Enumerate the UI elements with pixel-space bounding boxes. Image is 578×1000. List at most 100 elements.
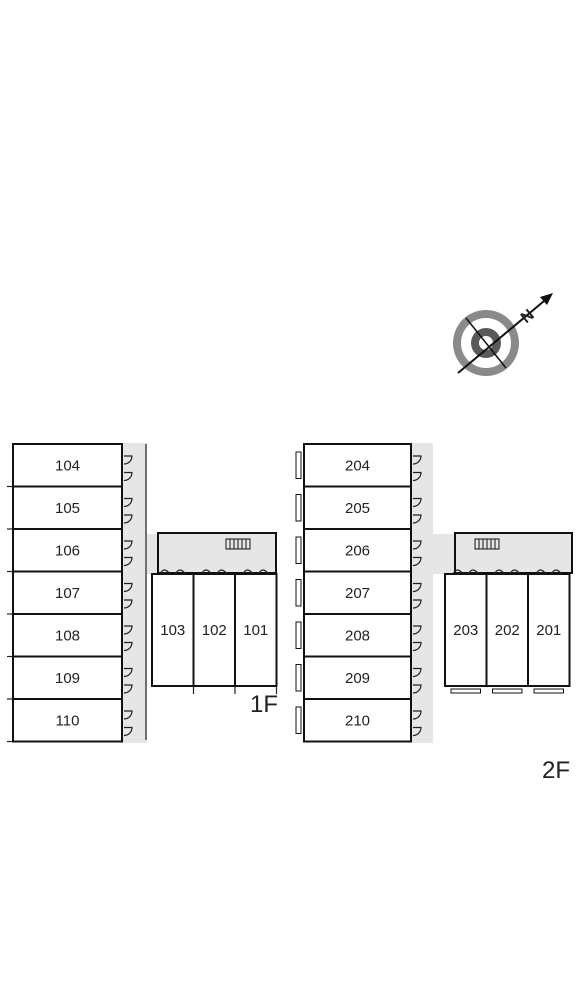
unit-label: 109 — [55, 670, 80, 687]
unit-105: 105 — [7, 485, 133, 530]
door-swing-icon — [412, 556, 422, 567]
door-swing-icon — [452, 569, 464, 575]
door-swing-icon — [174, 569, 186, 575]
door-swing-icon — [123, 540, 133, 550]
door-swing-icon — [123, 514, 133, 524]
stair-icon — [225, 538, 251, 550]
unit-label: 209 — [345, 670, 370, 687]
unit-label: 104 — [55, 457, 80, 474]
door-swing-icon — [123, 599, 133, 609]
door-swing-icon — [412, 641, 422, 652]
door-swing-icon — [412, 497, 422, 508]
unit-label: 101 — [243, 622, 268, 639]
door-swing-icon — [412, 471, 422, 482]
door-swing-icon — [123, 684, 133, 694]
balcony-mark — [492, 688, 523, 694]
door-swing-icon — [412, 455, 422, 465]
door-swing-icon — [123, 667, 133, 678]
unit-label: 202 — [495, 622, 520, 639]
unit-label: 208 — [345, 627, 370, 644]
unit-label: 201 — [536, 622, 561, 639]
unit-210: 210 — [295, 698, 422, 743]
unit-108: 108 — [7, 613, 133, 658]
unit-label: 107 — [55, 585, 80, 602]
corridor-2f — [411, 443, 433, 743]
door-swing-icon — [493, 569, 505, 575]
door-swing-icon — [412, 514, 422, 524]
door-swing-icon — [412, 667, 422, 678]
door-swing-icon — [412, 599, 422, 609]
unit-109: 109 — [7, 655, 133, 700]
unit-label: 206 — [345, 542, 370, 559]
unit-label: 203 — [453, 622, 478, 639]
window-mark — [295, 579, 302, 607]
unit-label: 210 — [345, 712, 370, 729]
corridor-1f-horizontal — [146, 534, 276, 574]
unit-206: 206 — [295, 528, 422, 573]
door-swing-icon — [159, 569, 171, 575]
window-mark — [295, 494, 302, 522]
floor-2: 204 205 206 207 208 209 210 203 202 201 2F — [295, 443, 573, 784]
window-mark — [295, 664, 302, 692]
unit-207: 207 — [295, 570, 422, 615]
door-swing-icon — [467, 569, 479, 575]
unit-110: 110 — [7, 698, 133, 743]
unit-104: 104 — [7, 443, 133, 488]
door-swing-icon — [550, 569, 562, 575]
unit-202: 202 — [485, 569, 529, 694]
unit-label: 205 — [345, 500, 370, 517]
door-swing-icon — [412, 726, 422, 737]
floor-1: 104 105 106 107 108 109 110 103 102 101 1F — [7, 443, 278, 743]
door-swing-icon — [123, 710, 133, 720]
unit-107: 107 — [7, 570, 133, 615]
door-swing-icon — [535, 569, 547, 575]
unit-103: 103 — [151, 569, 195, 694]
unit-106: 106 — [7, 528, 133, 573]
corridor-1f — [122, 443, 147, 743]
door-swing-icon — [412, 710, 422, 720]
door-swing-icon — [412, 582, 422, 593]
door-swing-icon — [412, 540, 422, 550]
door-swing-icon — [123, 726, 133, 737]
floor-label-1f: 1F — [250, 691, 278, 718]
window-mark — [295, 451, 302, 479]
unit-205: 205 — [295, 485, 422, 530]
unit-203: 203 — [444, 569, 488, 694]
unit-102: 102 — [192, 569, 236, 694]
unit-101: 101 — [234, 569, 278, 694]
door-swing-icon — [412, 625, 422, 635]
door-swing-icon — [216, 569, 228, 575]
compass-rose: N — [453, 293, 553, 376]
door-swing-icon — [123, 582, 133, 593]
balcony-mark — [450, 688, 481, 694]
stair-icon — [474, 538, 500, 550]
corridor-2f-horizontal — [432, 534, 572, 574]
unit-201: 201 — [527, 569, 571, 694]
unit-label: 207 — [345, 585, 370, 602]
unit-209: 209 — [295, 655, 422, 700]
unit-label: 102 — [202, 622, 227, 639]
door-swing-icon — [200, 569, 212, 575]
unit-label: 105 — [55, 500, 80, 517]
unit-208: 208 — [295, 613, 422, 658]
door-swing-icon — [123, 497, 133, 508]
balcony-mark — [533, 688, 564, 694]
unit-label: 110 — [56, 712, 80, 729]
window-mark — [295, 536, 302, 564]
door-swing-icon — [257, 569, 269, 575]
door-swing-icon — [123, 471, 133, 482]
window-mark — [295, 621, 302, 649]
unit-204: 204 — [295, 443, 422, 488]
door-swing-icon — [412, 684, 422, 694]
unit-label: 106 — [55, 542, 80, 559]
door-swing-icon — [123, 556, 133, 567]
unit-label: 108 — [55, 627, 80, 644]
door-swing-icon — [242, 569, 254, 575]
door-swing-icon — [123, 625, 133, 635]
door-swing-icon — [123, 455, 133, 465]
unit-label: 103 — [160, 622, 185, 639]
window-mark — [295, 706, 302, 734]
floor-label-2f: 2F — [542, 757, 570, 784]
unit-label: 204 — [345, 457, 370, 474]
